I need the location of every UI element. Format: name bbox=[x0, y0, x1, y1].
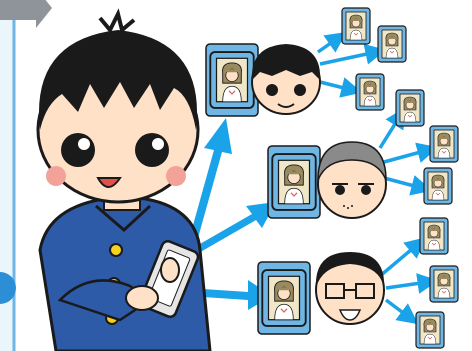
gray-arrow-icon bbox=[0, 0, 52, 28]
receiver-group-1 bbox=[205, 43, 321, 117]
panel-frame bbox=[0, 0, 16, 351]
boy-eyes bbox=[61, 133, 169, 167]
main-boy-character bbox=[36, 8, 212, 351]
share-arrows-secondary bbox=[316, 31, 439, 325]
receiver-group-3 bbox=[257, 252, 385, 335]
receiver-face-bangs bbox=[251, 44, 321, 115]
receiver-group-2 bbox=[267, 141, 387, 219]
receiver-face-glasses bbox=[315, 252, 385, 325]
receiver-face-grandpa bbox=[317, 141, 387, 219]
photos-group-2 bbox=[395, 89, 459, 205]
blue-circle-icon bbox=[0, 272, 16, 304]
share-arrows-main bbox=[186, 118, 276, 310]
uniform-button-1 bbox=[109, 243, 123, 257]
